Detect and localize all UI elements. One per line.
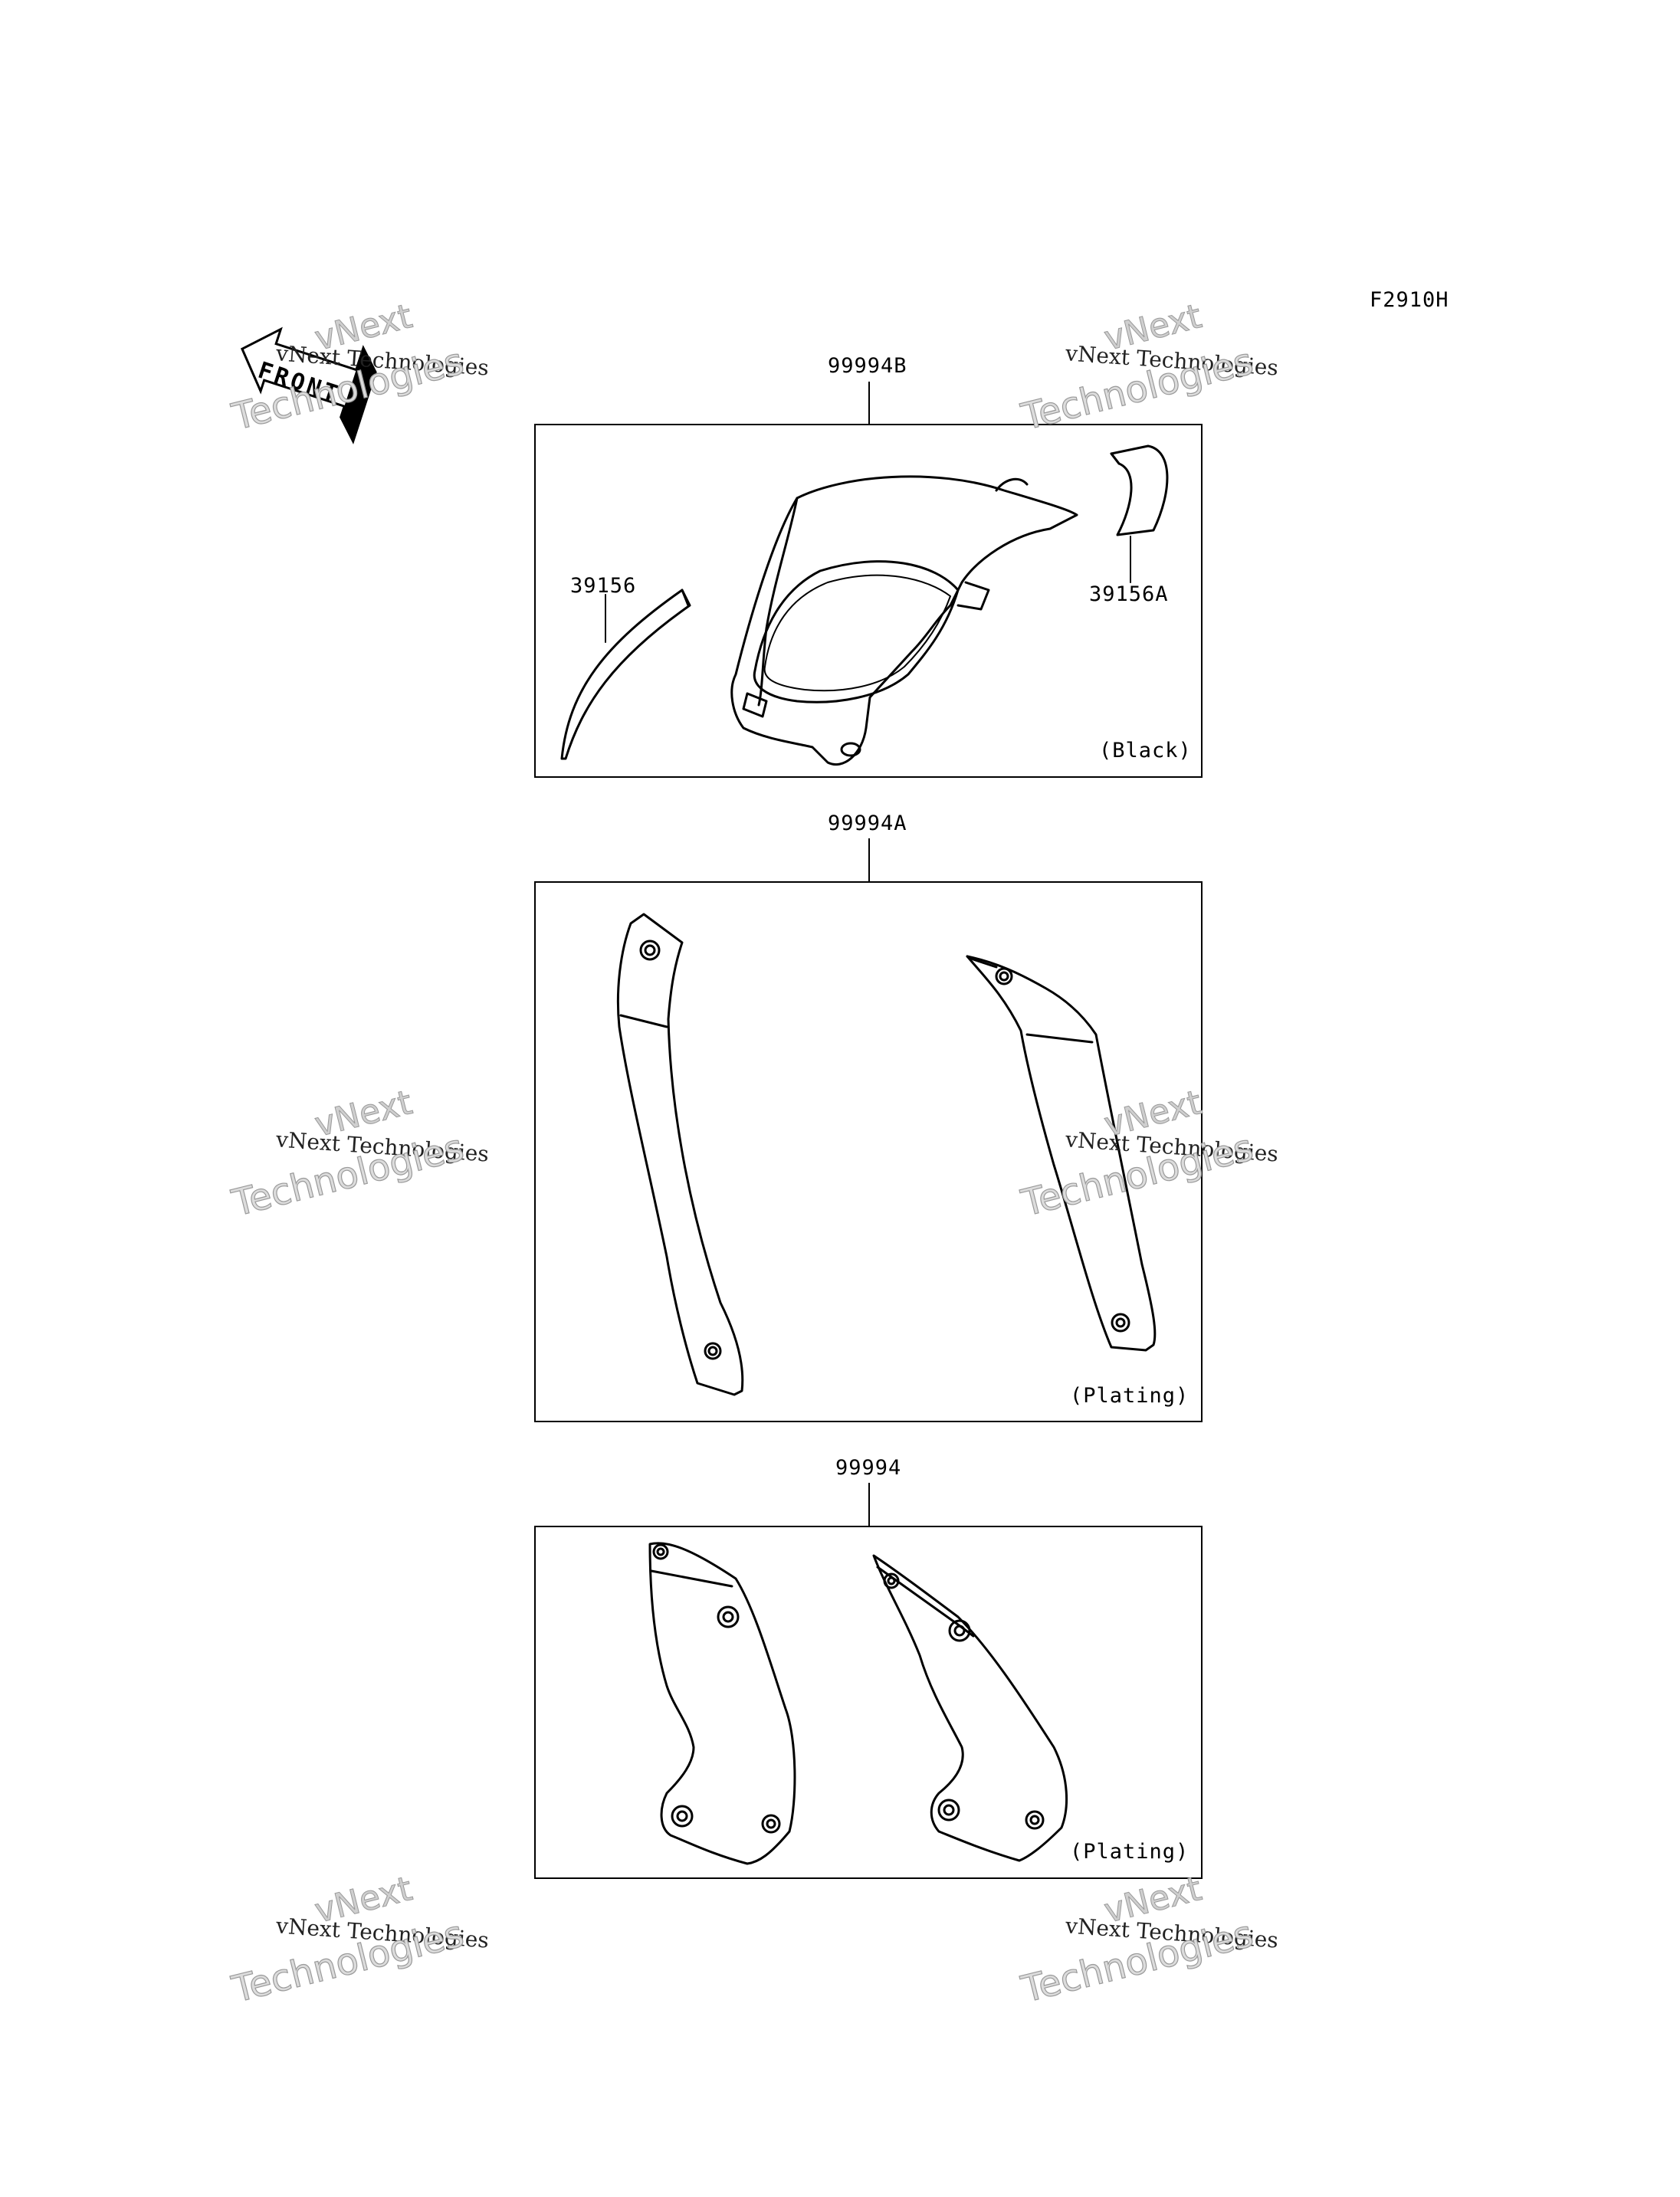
bracket-right-99994A [966,955,1157,1352]
callout-39156: 39156 [570,574,637,598]
strip-39156A [1110,444,1169,536]
bracket-left-99994 [648,1542,796,1865]
finish-label: (Plating) [1070,1840,1189,1864]
panel-99994B [534,424,1203,778]
callout-39156A: 39156A [1089,582,1169,606]
leader-line [868,382,870,425]
bracket-right-99994 [872,1554,1068,1862]
leader-line [868,1483,870,1526]
leader-line [868,838,870,881]
cover-99994B [730,475,1078,766]
strip-39156 [560,589,691,760]
finish-label: (Plating) [1070,1384,1189,1408]
part-number-99994: 99994 [835,1456,902,1480]
part-number-99994B: 99994B [828,354,907,378]
part-number-99994A: 99994A [828,812,907,835]
panel-99994 [534,1526,1203,1879]
figure-code: F2910H [1370,288,1449,312]
bracket-left-99994A [616,913,744,1396]
finish-label: (Black) [1099,739,1192,762]
panel-99994A [534,881,1203,1422]
